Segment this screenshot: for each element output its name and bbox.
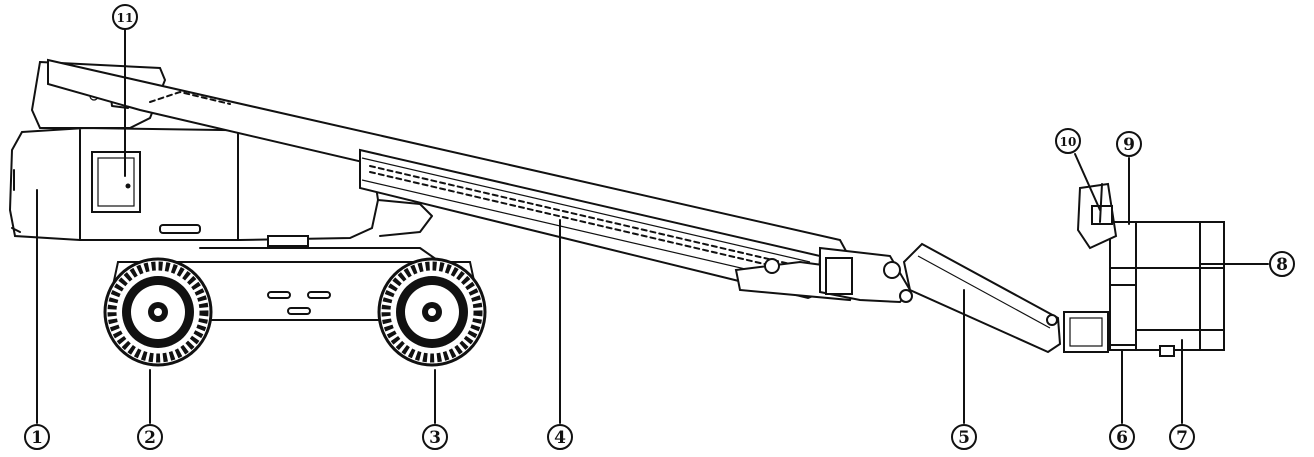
boom-head — [819, 246, 913, 304]
callout-2-label: 2 — [144, 428, 156, 448]
callout-10: 10 — [1055, 128, 1081, 154]
callout-1: 1 — [24, 424, 50, 450]
callout-8: 8 — [1269, 251, 1295, 277]
callout-3-label: 3 — [429, 428, 441, 448]
callout-leaders — [36, 29, 1269, 424]
callout-7: 7 — [1169, 424, 1195, 450]
callout-1-label: 1 — [31, 428, 43, 448]
callout-4: 4 — [547, 424, 573, 450]
callout-6-label: 6 — [1116, 428, 1128, 448]
callout-7-label: 7 — [1176, 428, 1188, 448]
callout-3: 3 — [422, 424, 448, 450]
rear-wheel — [377, 257, 487, 367]
callout-9-label: 9 — [1123, 135, 1135, 155]
callout-8-label: 8 — [1276, 255, 1288, 275]
telescopic-boom — [47, 58, 862, 302]
front-wheel — [103, 257, 213, 367]
control-box — [1076, 182, 1118, 250]
callout-5: 5 — [951, 424, 977, 450]
callout-11-label: 11 — [117, 11, 134, 25]
callout-11: 11 — [112, 4, 138, 30]
callout-6: 6 — [1109, 424, 1135, 450]
callout-9: 9 — [1116, 131, 1142, 157]
callout-2: 2 — [137, 424, 163, 450]
chassis — [8, 126, 433, 247]
rotator — [1063, 311, 1109, 353]
platform-basket — [1109, 221, 1225, 357]
callout-10-label: 10 — [1060, 135, 1077, 149]
jib-arm — [902, 242, 1062, 354]
callout-4-label: 4 — [554, 428, 566, 448]
callout-5-label: 5 — [958, 428, 970, 448]
